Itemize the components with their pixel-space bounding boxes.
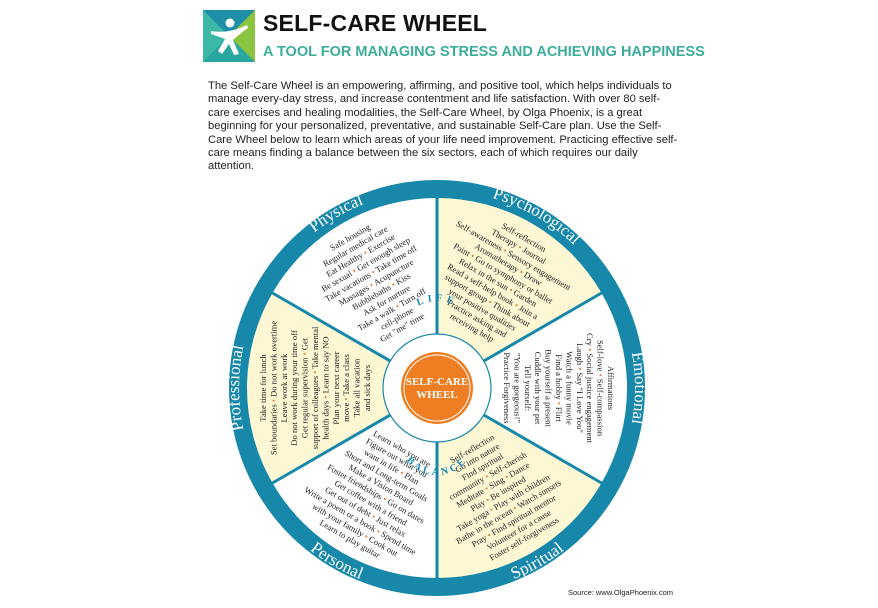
sector-item-line: Do not work during your time off [289, 330, 299, 446]
sector-item-line: Leave work at work [279, 353, 289, 423]
center-label-line2: WHEEL [416, 389, 458, 401]
sector-emotional [437, 293, 627, 483]
sector-item-line: support of colleagues • Take mental [310, 326, 320, 449]
sector-personal [272, 388, 437, 578]
source-credit: Source: www.OlgaPhoenix.com [568, 588, 674, 597]
sector-item-line: move • Take a class [341, 354, 351, 422]
sector-item-line: health days • Learn to say NO [320, 336, 330, 439]
sector-item-line: Affirmations [606, 366, 616, 411]
page-title: SELF-CARE WHEEL [263, 10, 488, 36]
sector-item-line: Practice Forgiveness [502, 352, 512, 424]
sector-name-professional: Professional [224, 343, 247, 433]
sector-item-line: Plan your next career [331, 351, 341, 424]
sector-item-line: "You are gorgeous!" [512, 353, 522, 423]
sector-item-line: Set boundaries • Do not work overtime [268, 321, 278, 455]
person-figure-logo-icon [203, 10, 255, 62]
sector-item-line: Watch a funny movie [564, 351, 574, 425]
sector-item-line: and sick days [362, 364, 372, 411]
sector-item-line: Take time for lunch [258, 354, 268, 422]
sector-item-line: Buy yourself a present [544, 349, 554, 427]
sector-psychological [437, 198, 602, 388]
intro-paragraph: The Self-Care Wheel is an empowering, af… [208, 80, 678, 173]
page-subtitle: A TOOL FOR MANAGING STRESS AND ACHIEVING… [263, 44, 705, 60]
ring-label-life: LIFE [415, 293, 459, 309]
sector-item-line: Get regular supervision • Get [300, 337, 310, 438]
sector-item-line: Take all vacation [352, 358, 362, 417]
sector-item-line: Tell yourself: [523, 365, 533, 411]
sector-spiritual [437, 388, 602, 578]
sector-item-line: Cuddle with your pet [533, 352, 543, 425]
sector-name-emotional: Emotional [628, 350, 650, 426]
center-hub [401, 352, 473, 424]
sector-item-line: Cry • Social justice engagement [585, 333, 595, 444]
sector-item-line: Laugh • Say "I Love You" [575, 343, 585, 433]
sector-item-line: Self-love • Self-compassion [596, 340, 606, 437]
sector-physical [272, 198, 437, 388]
sector-item-line: Find a hobby • Flirt [554, 354, 564, 422]
center-label-line1: SELF-CARE [406, 376, 468, 388]
sector-professional [247, 293, 437, 483]
